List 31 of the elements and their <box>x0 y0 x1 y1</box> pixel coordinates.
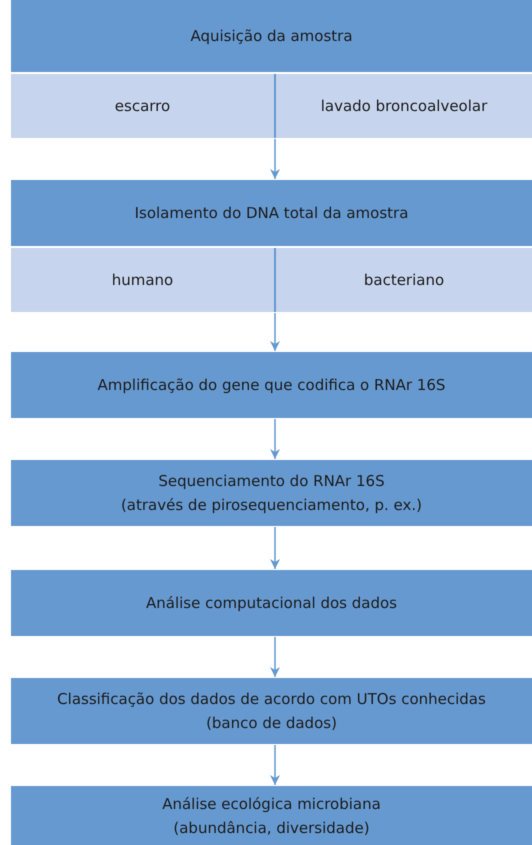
arrow <box>270 745 280 785</box>
step-text: Isolamento do DNA total da amostra <box>134 203 408 224</box>
arrow <box>270 637 280 677</box>
step-box <box>11 460 532 526</box>
option-box <box>11 248 274 312</box>
step-box <box>11 180 532 312</box>
option-box <box>11 74 274 138</box>
step-text: Classificação dos dados de acordo com UTOs conhecidas <box>57 689 486 710</box>
step-text: humano <box>112 270 174 291</box>
option-box <box>276 248 532 312</box>
step-box <box>11 786 532 845</box>
step-text: Análise ecológica microbiana <box>162 794 381 814</box>
step-box <box>11 0 532 138</box>
arrow <box>270 313 280 351</box>
step-box <box>11 678 532 744</box>
arrow <box>270 139 280 179</box>
step-text: Aquisição da amostra <box>190 26 353 47</box>
arrow <box>270 419 280 459</box>
step-text: escarro <box>114 96 170 117</box>
option-box <box>276 74 532 138</box>
step-text: lavado broncoalveolar <box>320 96 488 117</box>
step-text: Sequenciamento do RNAr 16S <box>158 471 385 492</box>
step-box <box>11 352 532 418</box>
step-text: bacteriano <box>364 270 444 291</box>
step-text: (abundância, diversidade) <box>173 818 370 838</box>
arrow <box>270 527 280 569</box>
step-text: (através de pirosequenciamento, p. ex.) <box>120 495 422 516</box>
step-text: Análise computacional dos dados <box>146 593 397 614</box>
step-text: Amplificação do gene que codifica o RNAr 16S <box>98 375 446 396</box>
step-box <box>11 570 532 636</box>
step-text: (banco de dados) <box>206 713 337 734</box>
